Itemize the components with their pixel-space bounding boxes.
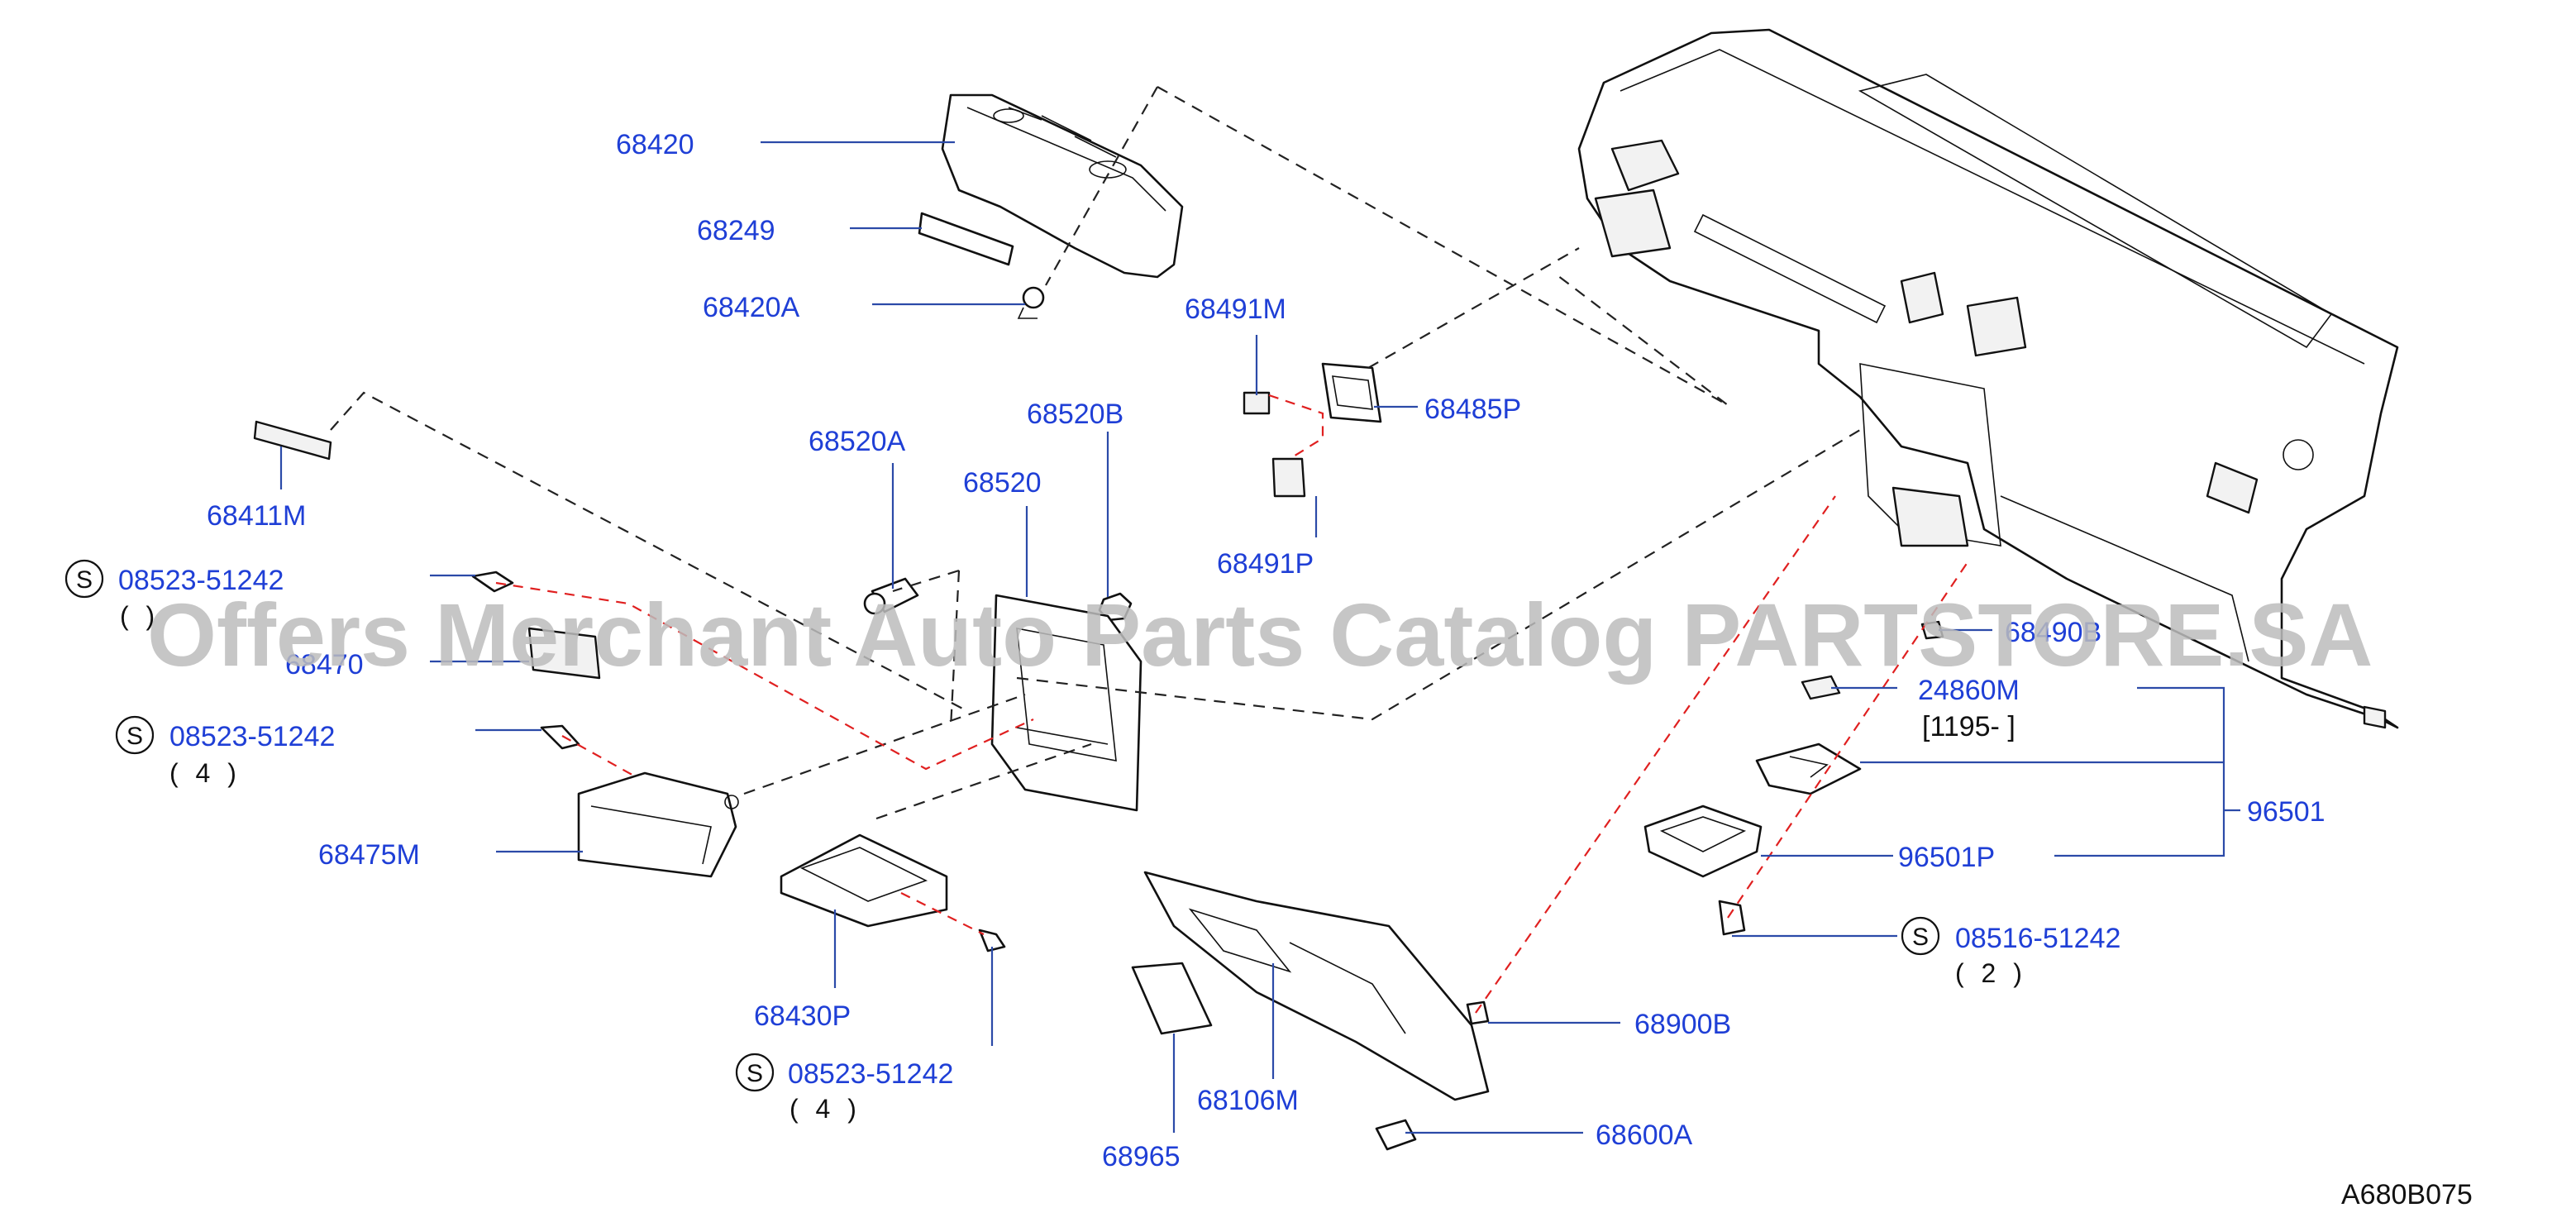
callout-labels: 68420 68249 68420A 68491M 68485P 68491P …: [207, 129, 2326, 1172]
screw-symbol-letter: S: [747, 1060, 763, 1087]
screw-qty: ( 2 ): [1955, 958, 2027, 988]
plate-68249-drawing: [918, 212, 1014, 266]
screw-qty: ( 4 ): [789, 1094, 861, 1124]
bracket-96501-drawing: [1755, 742, 1862, 795]
callout-96501[interactable]: 96501: [2247, 796, 2326, 828]
lower-cover-68106M-drawing: [1143, 871, 1490, 1101]
pocket-68470-drawing: [527, 627, 601, 680]
screw-symbol-letter: S: [76, 566, 93, 594]
callout-68490B[interactable]: 68490B: [2005, 617, 2101, 648]
nut-68520B-drawing: [1098, 592, 1133, 622]
screw-code: 08523-51242: [169, 721, 335, 752]
callout-68420[interactable]: 68420: [616, 129, 694, 160]
bolt-68520A-drawing: [863, 577, 919, 615]
callout-68520A[interactable]: 68520A: [809, 426, 906, 457]
instrument-panel-drawing: [1577, 28, 2399, 729]
screw-symbol: [115, 715, 155, 755]
screw-ref-4[interactable]: S 08516-51242 ( 2 ): [1901, 916, 2120, 988]
screw-qty: ( ): [120, 601, 160, 631]
pocket-68475M-drawing: [577, 771, 739, 878]
callout-68475M[interactable]: 68475M: [318, 839, 420, 871]
screw-symbol: [735, 1053, 775, 1092]
callout-68430P[interactable]: 68430P: [754, 1000, 851, 1032]
meter-hood-68420-drawing: [941, 93, 1184, 279]
screw-ref-3[interactable]: S 08523-51242 ( 4 ): [735, 1053, 953, 1124]
screw-symbol: [1901, 916, 1940, 956]
screw-qty: ( 4 ): [169, 758, 241, 788]
screw-symbol-letter: S: [126, 723, 143, 750]
watermark: Offers Merchant Auto Parts Catalog PARTS…: [147, 585, 2373, 685]
screw-code: 08516-51242: [1955, 923, 2120, 954]
callout-68411M[interactable]: 68411M: [207, 500, 306, 532]
clip-68490B-drawing: [1920, 620, 1944, 640]
bracket-68491P-drawing: [1271, 457, 1306, 498]
callout-68520[interactable]: 68520: [963, 467, 1042, 499]
clip-24860M-drawing: [1801, 675, 1841, 700]
callout-96501P[interactable]: 96501P: [1898, 842, 1995, 873]
clip-68900B-drawing: [1466, 1000, 1490, 1025]
callout-68520B[interactable]: 68520B: [1027, 399, 1123, 430]
screw-symbol: [64, 559, 104, 599]
ashtray-68430P-drawing: [780, 833, 948, 928]
screw-symbol-letter: S: [1912, 924, 1929, 951]
callout-68491M[interactable]: 68491M: [1185, 294, 1286, 325]
finisher-68520-drawing: [990, 594, 1143, 812]
switch-68411M-drawing: [253, 420, 332, 461]
screw-ref-1[interactable]: S 08523-51242 ( ): [64, 559, 284, 631]
callout-68106M[interactable]: 68106M: [1197, 1085, 1299, 1116]
screw-ref-2[interactable]: S 08523-51242 ( 4 ): [115, 715, 335, 788]
callout-68600A[interactable]: 68600A: [1596, 1120, 1693, 1151]
callout-68470[interactable]: 68470: [285, 649, 364, 680]
screw-code: 08523-51242: [118, 565, 284, 596]
callout-68965[interactable]: 68965: [1102, 1141, 1181, 1172]
callout-68900B[interactable]: 68900B: [1634, 1009, 1731, 1040]
callout-68249[interactable]: 68249: [697, 215, 775, 246]
serial-range: [1195- ]: [1922, 711, 2015, 742]
lid-68965-drawing: [1131, 962, 1213, 1035]
clip-68600A-drawing: [1375, 1119, 1417, 1151]
callout-68485P[interactable]: 68485P: [1424, 394, 1521, 425]
screw-code: 08523-51242: [788, 1058, 953, 1090]
callout-24860M[interactable]: 24860M: [1918, 675, 2020, 706]
callout-68491P[interactable]: 68491P: [1217, 548, 1314, 580]
bracket-68491M-drawing: [1243, 391, 1271, 415]
callout-68420A[interactable]: 68420A: [703, 292, 800, 323]
diagram-code: A680B075: [2341, 1179, 2473, 1210]
leader-lines: [279, 141, 2240, 1134]
pocket-96501P-drawing: [1643, 804, 1763, 878]
cover-68485P-drawing: [1321, 362, 1382, 423]
connection-lines: [330, 86, 1968, 1014]
clip-68420A-drawing: [1017, 286, 1045, 319]
